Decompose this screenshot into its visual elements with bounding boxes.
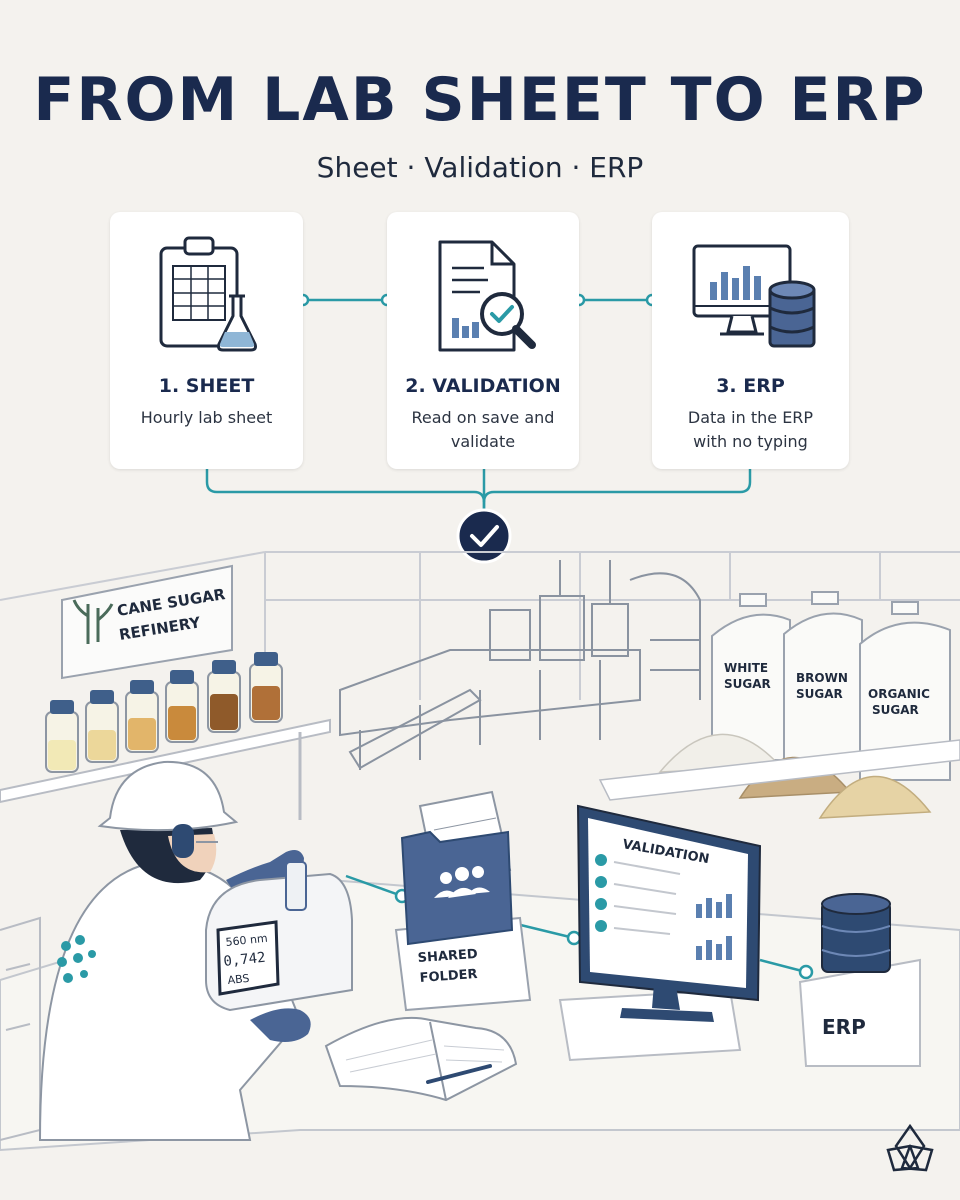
silo-label-line1: ORGANIC <box>868 687 930 701</box>
validation-monitor: VALIDATION <box>558 804 762 1062</box>
instrument-screen <box>216 920 280 996</box>
step-description: Hourly lab sheet <box>140 408 273 427</box>
silo-label-line2: SUGAR <box>724 677 771 691</box>
sample-jar <box>165 670 199 743</box>
readout-wavelength: 560 nm <box>225 932 268 949</box>
silo-brown-sugar <box>783 591 863 771</box>
step-description: Data in the ERP with no typing <box>687 408 814 451</box>
spectrophotometer: 560 nm 0,742 ABS <box>205 861 353 1012</box>
check-icon <box>595 898 607 910</box>
monitor-database-icon <box>692 244 815 348</box>
users-icon <box>434 866 490 898</box>
sugarcane-icon <box>72 599 114 644</box>
sugar-piles <box>598 733 960 819</box>
page-title: FROM LAB SHEET TO ERP <box>33 65 927 135</box>
check-icon <box>595 876 607 888</box>
step-title: 1. SHEET <box>158 375 255 397</box>
sample-jar <box>125 680 159 753</box>
merge-line-right <box>482 469 752 503</box>
sample-cuvette <box>285 861 307 911</box>
processing-machinery <box>339 560 701 770</box>
erp-label: ERP <box>822 1015 866 1039</box>
document-magnifier-icon <box>438 240 536 352</box>
shared-folder-line2: FOLDER <box>419 967 478 986</box>
silo-label-line2: SUGAR <box>872 703 919 717</box>
sample-jar <box>207 660 241 733</box>
clipboard-flask-icon <box>159 236 257 352</box>
step-title: 3. ERP <box>716 375 785 397</box>
bench-drawers <box>0 916 41 1141</box>
sample-jar <box>249 652 283 723</box>
sample-jar <box>85 690 119 763</box>
shared-folder: SHARED FOLDER <box>394 790 532 1012</box>
check-icon <box>595 854 607 866</box>
checklist-icons <box>595 854 607 932</box>
check-circle-icon <box>456 508 512 564</box>
brand-logo-icon <box>886 1123 934 1172</box>
lab-notebook <box>324 1016 518 1102</box>
page-subtitle: Sheet · Validation · ERP <box>316 151 644 184</box>
folder-icon <box>400 830 514 946</box>
step-card-validation: 2. VALIDATION Read on save and validate <box>387 212 579 469</box>
silo-label-line1: BROWN <box>796 671 848 685</box>
step-description: Read on save and validate <box>411 408 555 451</box>
coat-logo-icon <box>57 935 96 983</box>
silo-label-line1: WHITE <box>724 661 768 675</box>
gloved-hand-bottom <box>250 1008 311 1042</box>
check-icon <box>595 920 607 932</box>
readout-absorbance: 0,742 <box>223 950 267 970</box>
flow-node <box>566 930 582 946</box>
refinery-sign: CANE SUGAR REFINERY <box>61 564 233 680</box>
step-card-sheet: 1. SHEET Hourly lab sheet <box>110 212 303 469</box>
earmuff-icon <box>172 824 194 858</box>
pen-icon <box>426 1064 492 1084</box>
readout-unit: ABS <box>227 972 250 987</box>
step-card-erp: 3. ERP Data in the ERP with no typing <box>652 212 849 469</box>
organic-sugar-pile <box>818 775 932 819</box>
erp-database: ERP <box>798 893 921 1067</box>
step-title: 2. VALIDATION <box>405 375 561 397</box>
silo-organic-sugar <box>859 601 951 781</box>
silo-label-line2: SUGAR <box>796 687 843 701</box>
sugar-silos: WHITE SUGAR BROWN SUGAR ORGANIC SUGAR <box>711 591 951 781</box>
flow-node <box>798 964 814 980</box>
silo-white-sugar <box>711 593 791 761</box>
shared-folder-line1: SHARED <box>417 947 478 966</box>
bar-chart-icon <box>696 894 732 960</box>
hard-hat-icon <box>97 760 239 832</box>
sample-jars <box>45 652 283 773</box>
sample-jar <box>45 700 79 773</box>
